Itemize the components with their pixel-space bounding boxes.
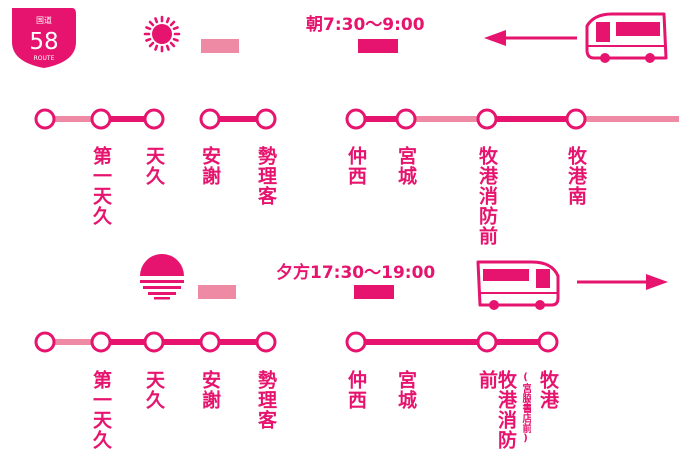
stop-label: 牧港消防前 (476, 146, 498, 246)
stop-marker (199, 108, 221, 130)
sunset-icon (140, 254, 184, 300)
sign-number: 58 (29, 29, 58, 55)
stop-marker (143, 108, 165, 130)
stop-label: 牧港消防前 (476, 370, 517, 450)
morning-route (34, 108, 679, 130)
legend-dark-swatch (354, 285, 394, 299)
stop-label: 安謝 (199, 370, 221, 410)
stop-label: 仲西 (345, 146, 367, 186)
stop-label: 仲西 (345, 370, 367, 410)
stop-label: 牧港南 (565, 146, 587, 206)
stop-marker (199, 331, 221, 353)
stop-marker (255, 331, 277, 353)
stop-marker (143, 331, 165, 353)
stop-marker (34, 331, 56, 353)
stop-marker (255, 108, 277, 130)
evening-route (34, 331, 559, 353)
stop-marker (90, 331, 112, 353)
bus-icon (585, 12, 668, 63)
stop-marker (565, 108, 587, 130)
legend-light-swatch (198, 285, 236, 299)
stop-label: 勢理客 (255, 370, 277, 430)
sun-icon (143, 15, 181, 53)
stop-marker (34, 108, 56, 130)
sign-bottom-text: ROUTE (34, 55, 55, 62)
stop-marker (395, 108, 417, 130)
bus-icon (476, 260, 560, 310)
stop-marker (537, 331, 559, 353)
sign-top-text: 国道 (36, 15, 52, 25)
stop-label: 勢理客 (255, 146, 277, 206)
morning-time-label: 朝7:30〜9:00 (306, 15, 425, 35)
stop-label: 第一天久 (90, 370, 112, 450)
route-58-sign: 国道 58 ROUTE (12, 8, 76, 68)
stop-marker (345, 331, 367, 353)
stop-marker (345, 108, 367, 130)
stop-marker (90, 108, 112, 130)
legend-dark-swatch (358, 39, 398, 53)
stop-label: 宮城 (395, 370, 417, 410)
stop-label: 第一天久 (90, 146, 112, 226)
stop-marker (476, 331, 498, 353)
evening-time-label: 夕方17:30〜19:00 (276, 263, 436, 283)
legend-light-swatch (201, 39, 239, 53)
stop-label: 牧港 (537, 370, 559, 410)
arrow-right-icon (577, 274, 668, 290)
stop-label: 天久 (143, 146, 165, 186)
stop-label: 安謝 (199, 146, 221, 186)
stop-marker (476, 108, 498, 130)
stop-label: 天久 (143, 370, 165, 410)
arrow-left-icon (484, 30, 577, 46)
stop-label: 宮城 (395, 146, 417, 186)
stop-sublabel: (宮脇書店前) (520, 372, 531, 444)
